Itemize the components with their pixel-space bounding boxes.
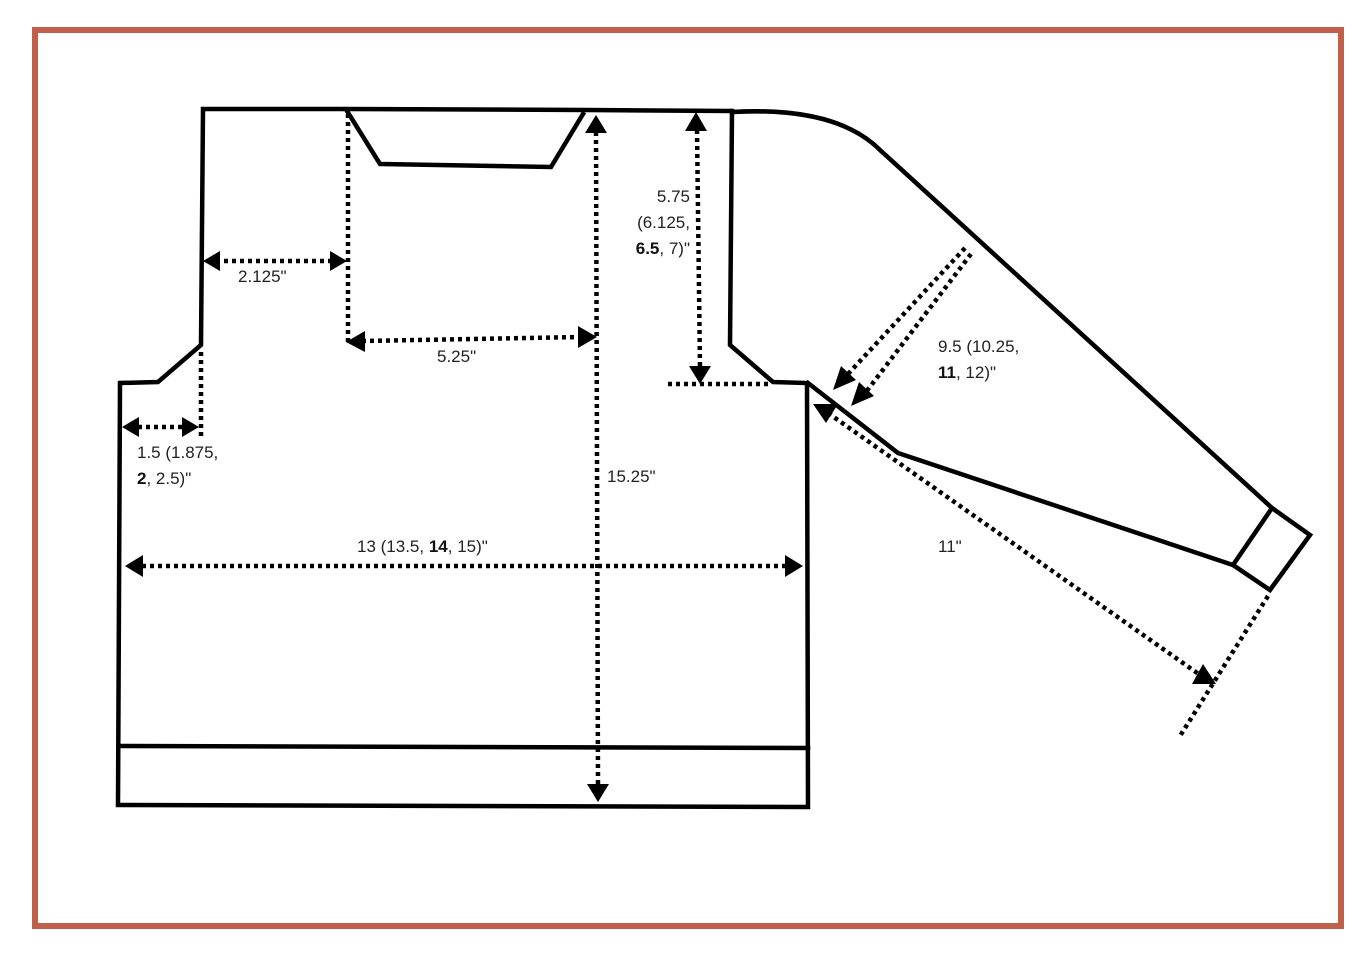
body-length-dimension — [585, 115, 609, 802]
armhole-shaping-label-line2: 2, 2.5)" — [137, 469, 191, 488]
armhole-depth-label-line2: (6.125, — [637, 213, 690, 232]
neckline — [343, 107, 587, 170]
sleeve-outline — [729, 109, 1314, 594]
shoulder-width-label: 2.125" — [238, 267, 287, 286]
neck-width-dimension — [346, 326, 597, 352]
armhole-depth-dimension — [668, 112, 768, 387]
armhole-depth-label-line1: 5.75 — [657, 187, 690, 206]
body-length-label: 15.25" — [607, 467, 656, 486]
sleeve-cuff — [1229, 504, 1314, 594]
armhole-depth-label-line3: 6.5, 7)" — [636, 239, 690, 258]
body-width-dimension — [125, 555, 803, 577]
upper-arm-label-line1: 9.5 (10.25, — [938, 337, 1019, 356]
body-width-label: 13 (13.5, 14, 15)" — [357, 537, 488, 556]
armhole-shaping-label-line1: 1.5 (1.875, — [137, 443, 218, 462]
neck-width-label: 5.25" — [437, 347, 476, 366]
armhole-shaping-dimension — [122, 352, 204, 438]
body-outline — [115, 106, 811, 810]
upper-arm-label-line2: 11, 12)" — [938, 363, 996, 382]
upper-arm-dimension — [833, 246, 973, 406]
shoulder-width-dimension — [203, 251, 347, 271]
diagram-frame — [32, 27, 1344, 929]
sleeve-length-dimension — [813, 404, 1270, 738]
hem-ribbing-line — [116, 743, 811, 751]
sleeve-length-label: 11" — [938, 537, 962, 556]
